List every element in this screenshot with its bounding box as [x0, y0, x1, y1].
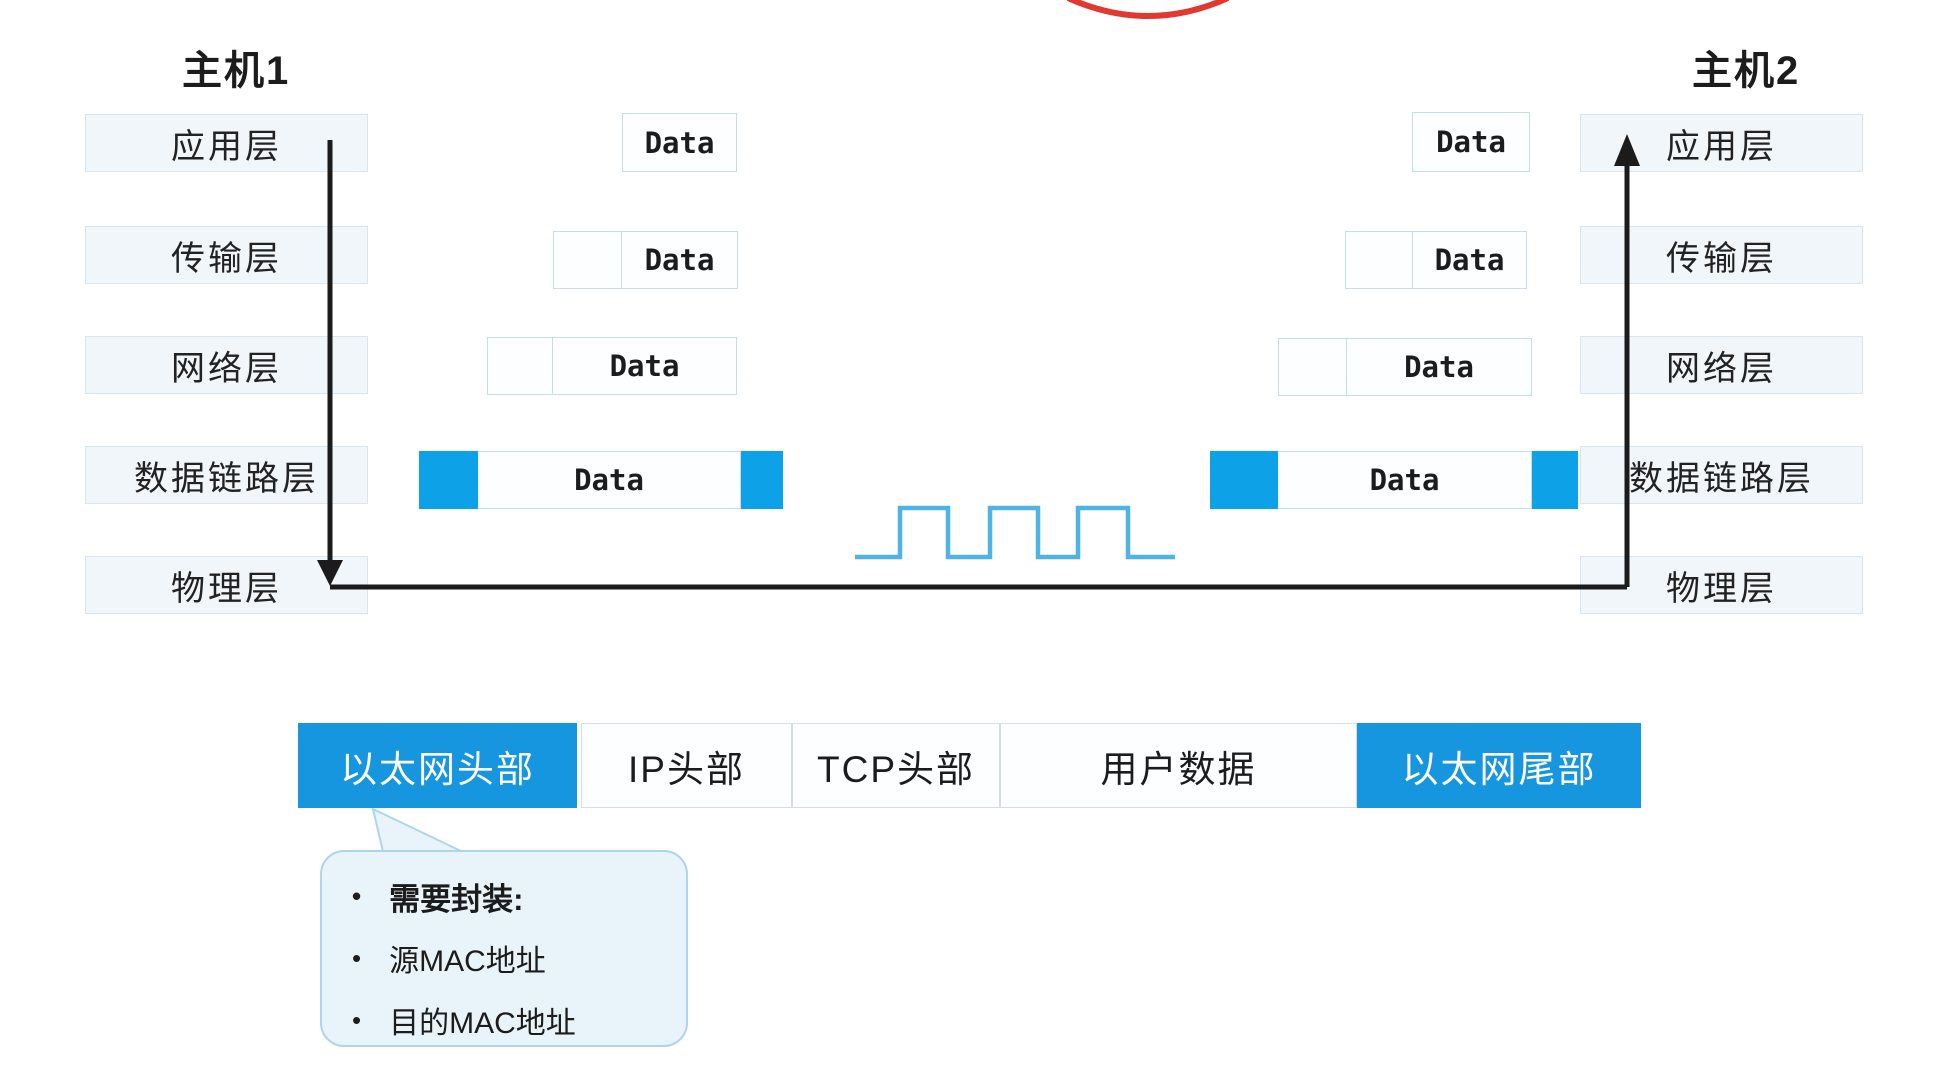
host1-network-packet-box: Data	[487, 337, 737, 395]
callout-item-dst-mac: • 目的MAC地址	[352, 998, 676, 1042]
host1-datalink-frame-box: Data	[419, 451, 783, 509]
data-label: Data	[609, 349, 680, 383]
host1-title: 主机1	[182, 49, 291, 93]
data-label: Data	[1404, 350, 1474, 384]
host2-transport-segment-box: Data	[1345, 231, 1527, 289]
bullet-icon: •	[352, 1005, 362, 1035]
data-label: Data	[644, 243, 715, 277]
host2-network-packet-box: Data	[1278, 338, 1532, 396]
host2-layer-network: 网络层	[1580, 336, 1863, 394]
data-label: Data	[644, 125, 715, 160]
host1-transport-data-cell: Data	[622, 231, 738, 289]
host1-network-data-cell: Data	[553, 337, 737, 395]
host1-layer-physical: 物理层	[85, 556, 368, 614]
red-annotation-arc	[1066, 0, 1230, 19]
host2-frame-data-cell: Data	[1278, 451, 1532, 509]
encapsulation-callout: • 需要封装: • 源MAC地址 • 目的MAC地址	[320, 850, 688, 1047]
host1-network-header-cell	[487, 337, 553, 395]
host1-frame-header-cell	[419, 451, 478, 509]
host1-app-data-box: Data	[622, 113, 737, 172]
host2-layer-physical: 物理层	[1580, 556, 1863, 614]
host1-layer-transport: 传输层	[85, 226, 368, 284]
host2-frame-header-cell	[1210, 451, 1278, 509]
data-label: Data	[1434, 243, 1505, 277]
host2-layer-transport: 传输层	[1580, 226, 1863, 284]
bullet-icon: •	[352, 881, 362, 911]
frame-seg-ip-header: IP头部	[581, 723, 792, 808]
host1-frame-trailer-cell	[741, 451, 783, 509]
host1-layer-network: 网络层	[85, 336, 368, 394]
frame-seg-ethernet-header: 以太网头部	[298, 723, 577, 808]
frame-seg-tcp-header: TCP头部	[792, 723, 1000, 808]
frame-seg-ethernet-trailer: 以太网尾部	[1357, 723, 1641, 808]
host2-transport-data-cell: Data	[1413, 231, 1527, 289]
callout-text: 目的MAC地址	[389, 1007, 576, 1040]
host1-frame-data-cell: Data	[478, 451, 741, 509]
data-label: Data	[1436, 125, 1506, 159]
host2-datalink-frame-box: Data	[1210, 451, 1578, 509]
host2-app-data-box: Data	[1412, 112, 1530, 172]
bullet-icon: •	[352, 943, 362, 973]
host2-network-data-cell: Data	[1347, 338, 1532, 396]
host2-layer-application: 应用层	[1580, 114, 1863, 172]
callout-item-src-mac: • 源MAC地址	[352, 936, 676, 980]
host2-app-data-cell: Data	[1412, 112, 1530, 172]
data-label: Data	[1369, 463, 1440, 497]
callout-text: 源MAC地址	[389, 945, 546, 978]
host2-network-header-cell	[1278, 338, 1347, 396]
host2-frame-trailer-cell	[1532, 451, 1578, 509]
host2-layer-datalink: 数据链路层	[1580, 446, 1863, 504]
host2-title: 主机2	[1692, 49, 1801, 93]
signal-waveform-icon	[855, 505, 1175, 560]
host1-app-data-cell: Data	[622, 113, 737, 172]
callout-item-title: • 需要封装:	[352, 874, 676, 918]
host1-transport-header-cell	[553, 231, 622, 289]
host1-transport-segment-box: Data	[553, 231, 738, 289]
data-label: Data	[574, 463, 644, 497]
host2-transport-header-cell	[1345, 231, 1413, 289]
callout-text: 需要封装:	[389, 881, 524, 917]
host1-layer-datalink: 数据链路层	[85, 446, 368, 504]
host1-layer-application: 应用层	[85, 114, 368, 172]
frame-seg-user-data: 用户数据	[1000, 723, 1357, 808]
